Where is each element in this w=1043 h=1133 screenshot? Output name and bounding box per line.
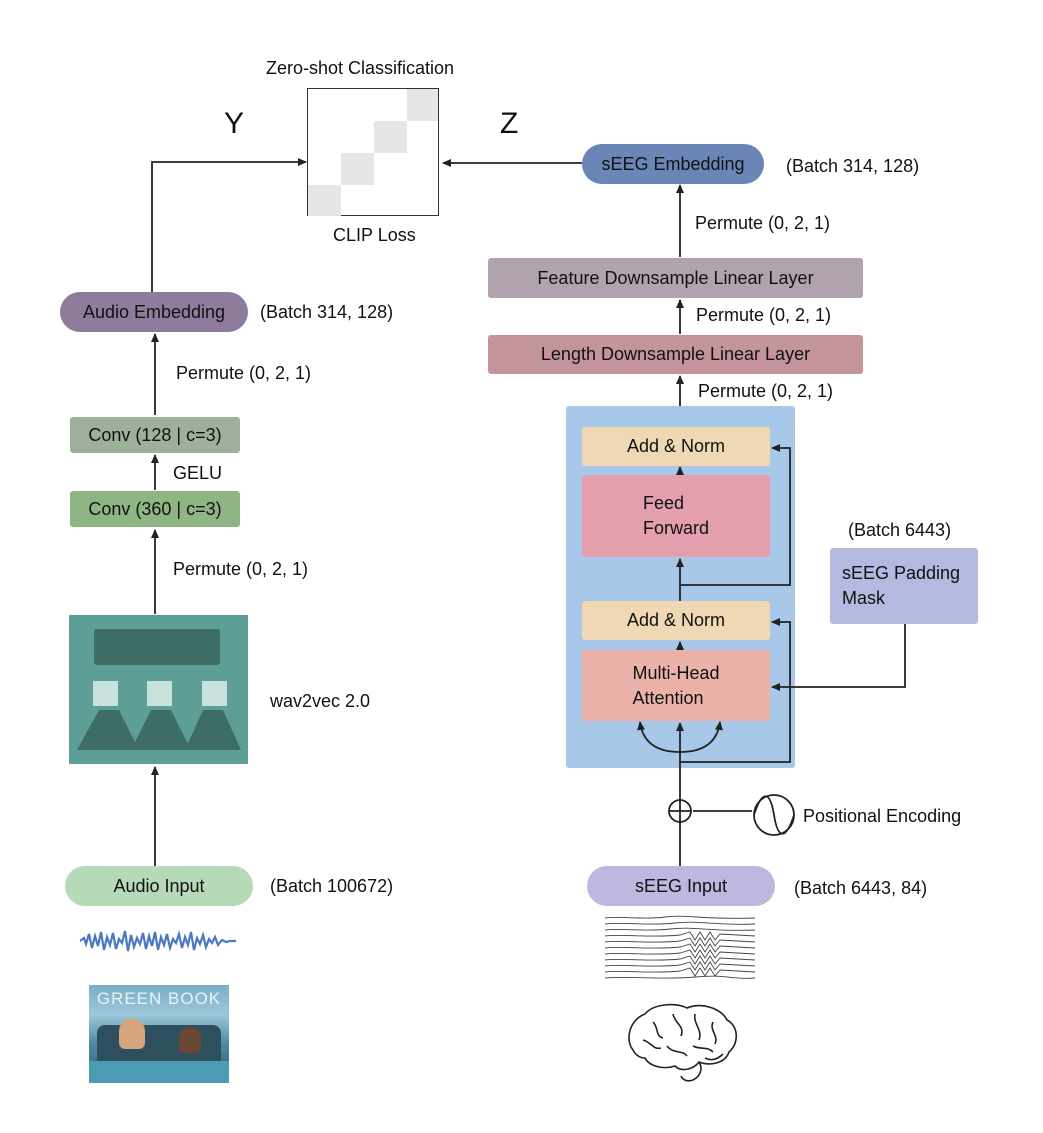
seeg-input-label: sEEG Input	[634, 875, 728, 896]
multi-head-attention-label: Multi-Head Attention	[632, 662, 720, 708]
feed-forward-label: Feed Forward	[642, 493, 709, 538]
seeg-input-node: sEEG Input	[587, 866, 775, 906]
y-label: Y	[224, 107, 245, 140]
audio-input-node: Audio Input	[65, 866, 253, 906]
sine-wave-icon	[753, 795, 795, 835]
gelu-label: GELU	[173, 463, 223, 483]
wav2vec-feature-square	[202, 681, 227, 706]
arrow-padding-mask-to-mha	[771, 624, 906, 691]
matrix-cell	[341, 153, 374, 185]
feed-forward-node: Feed Forward	[582, 475, 770, 557]
feature-downsample-label: Feature Downsample Linear Layer	[537, 267, 814, 288]
positional-encoding-label: Positional Encoding	[803, 806, 962, 826]
conv360-node: Conv (360 | c=3)	[70, 491, 240, 527]
add-norm-top-node: Add & Norm	[582, 427, 770, 466]
wav2vec-top-bar	[94, 629, 220, 665]
clip-loss-label: CLIP Loss	[333, 225, 416, 245]
add-norm-bottom-label: Add & Norm	[626, 610, 726, 630]
multi-head-attention-node: Multi-Head Attention	[582, 650, 770, 721]
wav2vec-label: wav2vec 2.0	[270, 691, 371, 711]
z-label: Z	[500, 107, 519, 140]
length-downsample-label: Length Downsample Linear Layer	[540, 344, 811, 364]
poster-title: GREEN BOOK	[96, 989, 222, 1008]
padding-mask-label: sEEG Padding Mask	[842, 563, 961, 608]
wav2vec-feature-square	[147, 681, 172, 706]
audio-permute-bottom: Permute (0, 2, 1)	[173, 559, 309, 579]
clip-similarity-matrix	[307, 88, 439, 216]
seeg-embedding-label: sEEG Embedding	[601, 153, 745, 174]
feature-downsample-node: Feature Downsample Linear Layer	[488, 258, 863, 298]
poster-figure-right	[179, 1027, 201, 1053]
wav2vec-conv-layers	[77, 710, 241, 750]
conv360-label: Conv (360 | c=3)	[88, 498, 222, 519]
audio-embedding-label: Audio Embedding	[82, 301, 226, 322]
audio-embedding-node: Audio Embedding	[60, 292, 248, 332]
seeg-embedding-node: sEEG Embedding	[582, 144, 764, 184]
wav2vec-icon	[69, 615, 248, 764]
audio-permute-top: Permute (0, 2, 1)	[176, 363, 312, 383]
padding-mask-shape: (Batch 6443)	[848, 520, 952, 540]
seeg-permute-2: Permute (0, 2, 1)	[696, 305, 832, 325]
seeg-embedding-shape: (Batch 314, 128)	[786, 156, 920, 176]
add-norm-bottom-node: Add & Norm	[582, 601, 770, 640]
conv128-label: Conv (128 | c=3)	[88, 424, 222, 445]
audio-input-label: Audio Input	[113, 875, 205, 896]
audio-embedding-shape: (Batch 314, 128)	[260, 302, 394, 322]
seeg-signal-traces-icon	[605, 915, 755, 979]
padding-mask-node: sEEG Padding Mask	[830, 548, 978, 624]
movie-poster-image: GREEN BOOK	[89, 985, 229, 1083]
arrow-audio-embedding-to-clip	[151, 158, 307, 292]
poster-car-body	[89, 1061, 229, 1083]
length-downsample-node: Length Downsample Linear Layer	[488, 335, 863, 374]
seeg-input-shape: (Batch 6443, 84)	[794, 878, 928, 898]
brain-icon	[628, 1003, 738, 1082]
conv128-node: Conv (128 | c=3)	[70, 417, 240, 453]
poster-figure-left	[119, 1019, 145, 1049]
matrix-cell	[374, 121, 407, 153]
audio-waveform-icon	[80, 929, 236, 953]
seeg-permute-1: Permute (0, 2, 1)	[695, 213, 831, 233]
wav2vec-feature-square	[93, 681, 118, 706]
add-norm-top-label: Add & Norm	[626, 436, 726, 456]
matrix-cell	[308, 185, 341, 216]
seeg-permute-3: Permute (0, 2, 1)	[698, 381, 834, 401]
matrix-cell	[407, 89, 438, 121]
title-zero-shot: Zero-shot Classification	[266, 58, 455, 78]
audio-input-shape: (Batch 100672)	[270, 876, 394, 896]
add-operator-cross	[669, 800, 691, 822]
